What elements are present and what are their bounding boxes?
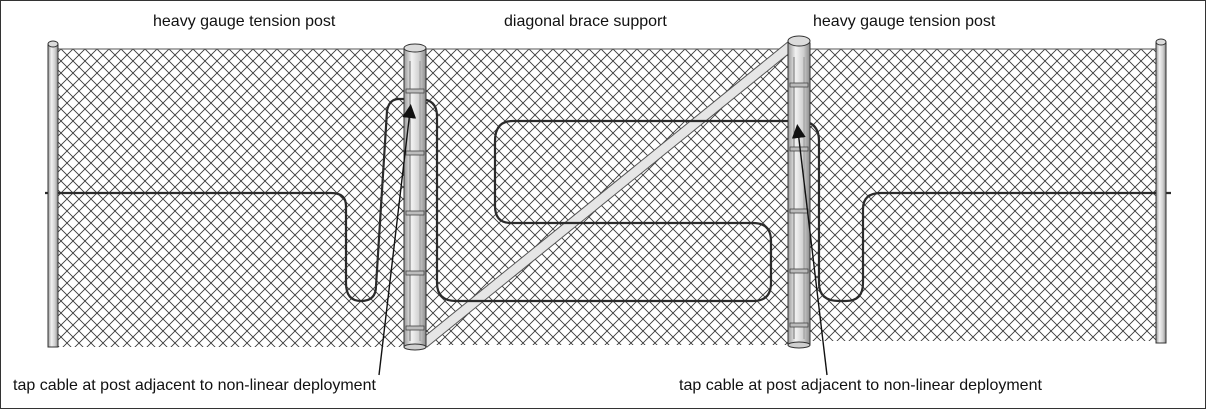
sensor-cable [45, 97, 1171, 303]
label-tap-cable-right: tap cable at post adjacent to non-linear… [679, 377, 1042, 394]
chain-link-mesh-panel-left [53, 49, 408, 347]
tap-arrow-right [791, 124, 828, 376]
label-tap-cable-left: tap cable at post adjacent to non-linear… [13, 377, 376, 394]
tap-arrow-left [378, 104, 417, 376]
label-tension-post-right: heavy gauge tension post [813, 13, 996, 30]
end-post-left [47, 40, 59, 348]
label-diagonal-brace: diagonal brace support [504, 13, 667, 30]
end-post-right [1155, 38, 1167, 344]
chain-link-mesh-panel-right [808, 49, 1159, 341]
tension-post-left [403, 43, 427, 351]
label-tension-post-left: heavy gauge tension post [153, 13, 336, 30]
tension-post-right [787, 35, 811, 349]
